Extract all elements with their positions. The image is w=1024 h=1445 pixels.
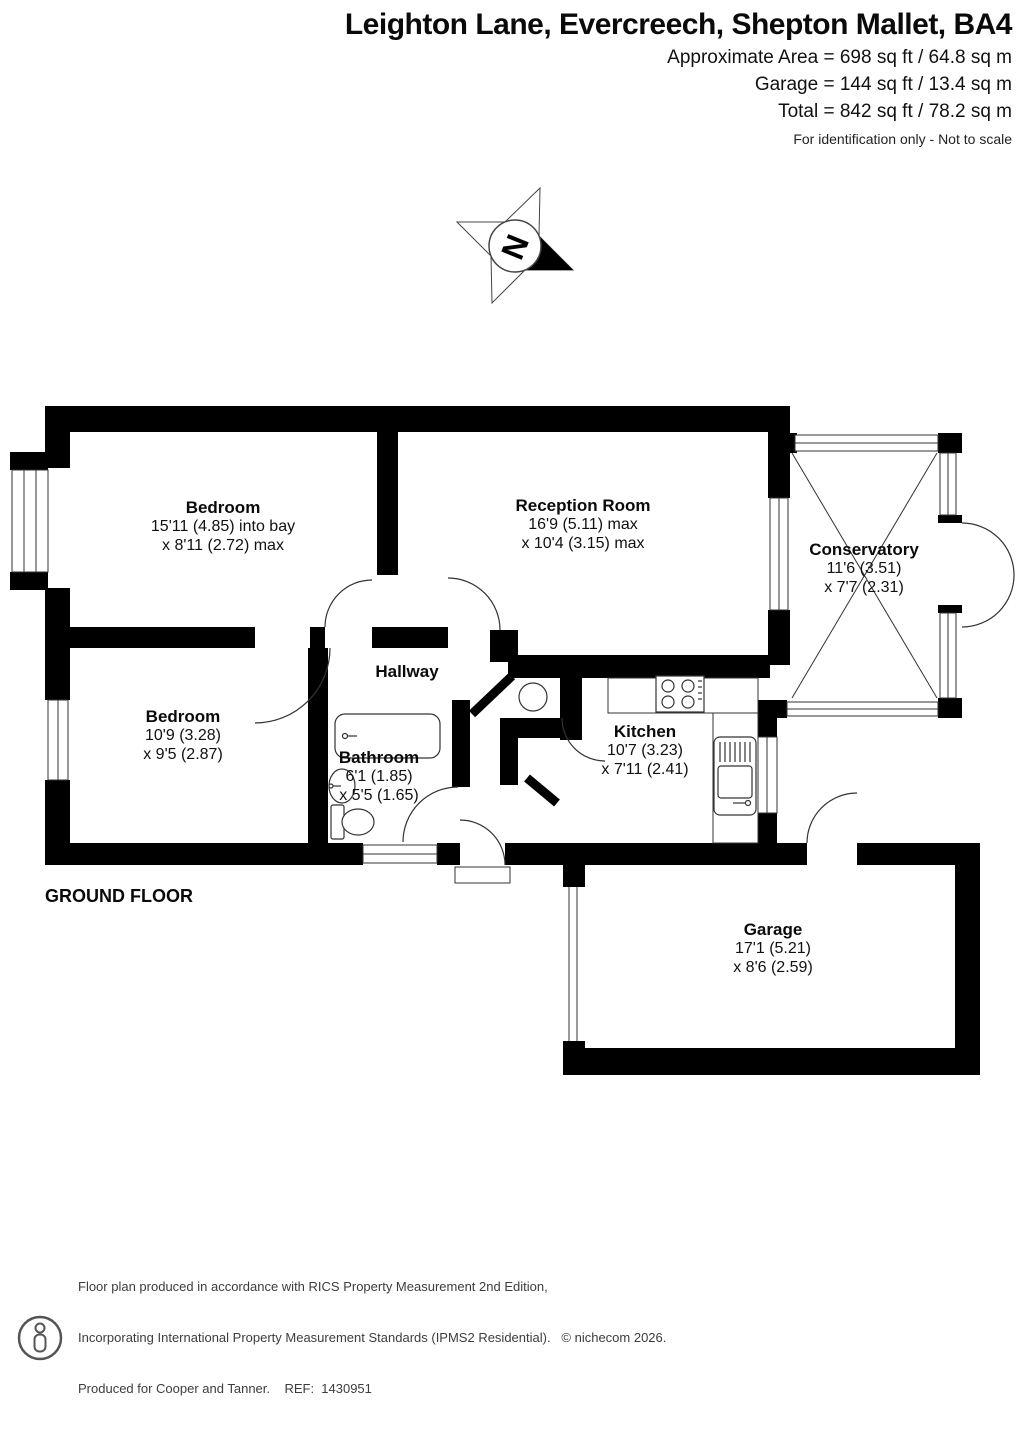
room-name: Hallway xyxy=(375,662,439,681)
floor-label: GROUND FLOOR xyxy=(45,886,193,906)
room-label-kitchen: Kitchen 10'7 (3.23) x 7'11 (2.41) xyxy=(601,722,688,779)
room-label-hallway: Hallway xyxy=(375,662,438,681)
compass-icon: N xyxy=(455,186,575,305)
room-name: Bathroom xyxy=(338,748,420,767)
room-name: Reception Room xyxy=(515,496,651,515)
room-dim: 6'1 (1.85) xyxy=(345,768,413,785)
room-dim: 15'11 (4.85) into bay xyxy=(150,518,296,535)
boiler-icon xyxy=(518,682,548,712)
hob-icon xyxy=(655,675,705,713)
footer-line1: Floor plan produced in accordance with R… xyxy=(78,1279,548,1294)
room-dim: x 9'5 (2.87) xyxy=(143,746,223,763)
garage-area: Garage = 144 sq ft / 13.4 sq m xyxy=(754,74,1012,95)
room-label-garage: Garage 17'1 (5.21) x 8'6 (2.59) xyxy=(733,920,813,977)
room-dim: 10'7 (3.23) xyxy=(607,742,683,759)
fixtures xyxy=(328,675,759,844)
room-name: Kitchen xyxy=(613,722,677,741)
toilet-icon xyxy=(330,804,375,840)
basin-icon xyxy=(328,768,356,804)
room-dim: x 10'4 (3.15) max xyxy=(521,535,645,552)
room-dim: x 8'11 (2.72) max xyxy=(162,537,284,554)
person-logo-icon xyxy=(17,1315,63,1360)
room-dim: 17'1 (5.21) xyxy=(734,940,811,957)
door-step xyxy=(454,866,511,884)
room-name: Conservatory xyxy=(809,540,919,559)
bedroom2-window xyxy=(47,699,69,781)
back-door-arc xyxy=(459,819,506,866)
reception-window xyxy=(769,497,789,611)
footer: Floor plan produced in accordance with R… xyxy=(16,1244,666,1431)
side-door-arc xyxy=(806,792,858,844)
windows xyxy=(11,434,957,1041)
walls xyxy=(10,406,980,1075)
garage-door xyxy=(568,887,578,1041)
angled-walls xyxy=(468,672,560,807)
kitchen-door-arc xyxy=(561,717,606,762)
room-label-bathroom: Bathroom 6'1 (1.85) x 5'5 (1.65) xyxy=(339,748,419,805)
bath-icon xyxy=(334,713,441,759)
french-door-arc-top xyxy=(961,522,1015,576)
footer-line3: Produced for Cooper and Tanner. REF: 143… xyxy=(78,1381,372,1396)
bedroom2-door-arc xyxy=(254,647,331,724)
room-label-bedroom1: Bedroom 15'11 (4.85) into bay x 8'11 (2.… xyxy=(151,498,295,555)
room-name: Garage xyxy=(743,920,803,939)
room-name: Bedroom xyxy=(185,498,261,517)
footer-text: Floor plan produced in accordance with R… xyxy=(78,1244,666,1431)
header: Leighton Lane, Evercreech, Shepton Malle… xyxy=(344,8,1013,147)
room-dim: 10'9 (3.28) xyxy=(144,727,221,744)
room-dim: x 7'11 (2.41) xyxy=(601,761,689,778)
room-dim: 11'6 (3.51) xyxy=(826,560,902,577)
kitchen-window xyxy=(757,736,778,814)
bathroom-door-arc xyxy=(402,786,459,843)
room-label-reception: Reception Room 16'9 (5.11) max x 10'4 (3… xyxy=(515,496,650,553)
room-dim: x 7'7 (2.31) xyxy=(824,579,904,596)
room-dim: 16'9 (5.11) max xyxy=(528,516,638,533)
conservatory-glazing xyxy=(786,434,957,717)
door-arcs xyxy=(254,522,1015,866)
room-dim: x 8'6 (2.59) xyxy=(733,959,813,976)
approximate-area: Approximate Area = 698 sq ft / 64.8 sq m xyxy=(667,47,1012,68)
bay-window xyxy=(11,469,49,573)
kitchen-sink-icon xyxy=(713,736,757,816)
bedroom1-door-arc xyxy=(324,579,373,628)
total-area: Total = 842 sq ft / 78.2 sq m xyxy=(778,101,1012,122)
french-door-arc-bottom xyxy=(961,574,1015,628)
footer-line2: Incorporating International Property Mea… xyxy=(78,1330,667,1345)
room-label-conservatory: Conservatory 11'6 (3.51) x 7'7 (2.31) xyxy=(809,540,919,597)
room-name: Bedroom xyxy=(145,707,221,726)
room-label-bedroom2: Bedroom 10'9 (3.28) x 9'5 (2.87) xyxy=(143,707,223,764)
bathroom-window xyxy=(362,844,438,864)
reception-door-arc xyxy=(447,577,501,631)
disclaimer: For identification only - Not to scale xyxy=(793,131,1012,147)
room-dim: x 5'5 (1.65) xyxy=(339,787,419,804)
page-title: Leighton Lane, Evercreech, Shepton Malle… xyxy=(344,8,1013,41)
